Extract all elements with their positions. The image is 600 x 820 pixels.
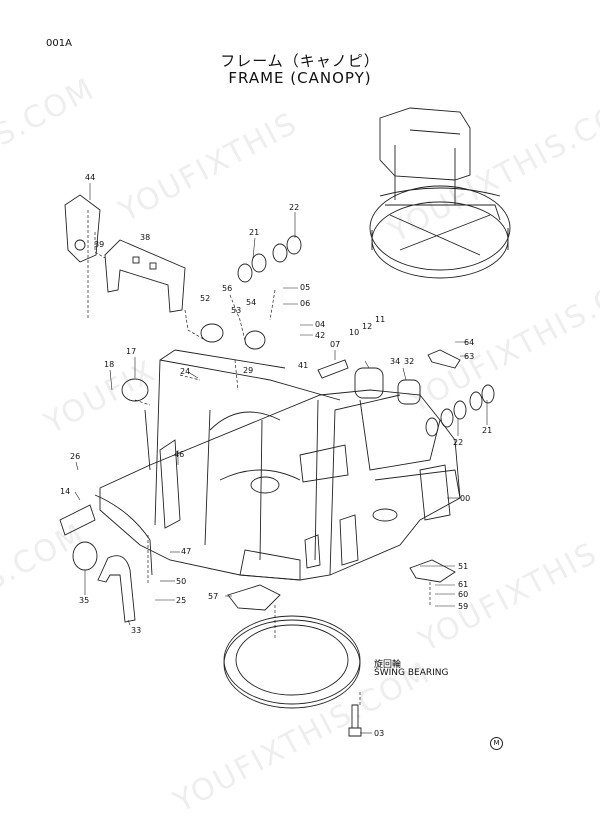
diagram-title-japanese: フレーム（キャノピ）	[220, 52, 380, 70]
callout-label: 41	[298, 361, 309, 370]
callout-label: 17	[126, 347, 137, 356]
parts-diagram	[59, 107, 511, 737]
callout-label: 22	[289, 203, 300, 212]
seal-34-drawing	[354, 367, 384, 399]
swing-bearing-label: SWING BEARING	[374, 668, 449, 678]
seal-32-drawing	[397, 379, 421, 405]
callout-label: 18	[104, 360, 115, 369]
cover-17-drawing	[121, 378, 149, 402]
callout-label: 60	[458, 590, 469, 599]
callout-label: 51	[458, 562, 469, 571]
callout-leaders	[74, 183, 488, 734]
bracket-64-drawing	[427, 349, 461, 369]
callout-label: 34	[390, 357, 401, 366]
leader-lines	[87, 210, 431, 705]
callout-label: 53	[231, 306, 242, 315]
pipe-14-drawing	[59, 504, 96, 536]
callout-label: 21	[249, 228, 260, 237]
callout-label: 35	[79, 596, 90, 605]
callout-label: 14	[60, 487, 71, 496]
band-33-drawing	[97, 555, 136, 623]
hose-drawing	[94, 494, 153, 576]
diagram-title: FRAME (CANOPY)	[228, 69, 372, 87]
swing-bearing-label-japanese: 旋回輪	[374, 660, 402, 670]
plate-51-drawing	[409, 559, 456, 583]
callout-label: 04	[315, 320, 326, 329]
bracket-38-drawing	[104, 239, 186, 313]
callout-label: 61	[458, 580, 469, 589]
callout-label: 11	[375, 315, 386, 324]
registered-mark-icon: M	[490, 737, 503, 750]
callout-label: 10	[349, 328, 360, 337]
callout-label: 03	[374, 729, 385, 738]
washers-right-drawing	[425, 384, 495, 437]
callout-label: 22	[453, 438, 464, 447]
canopy-inset-drawing	[369, 107, 511, 279]
callout-label: 12	[362, 322, 373, 331]
plate-57-drawing	[227, 584, 281, 611]
callout-label: 54	[246, 298, 257, 307]
swing-bearing-drawing	[223, 615, 361, 709]
page-code: 001A	[46, 38, 72, 49]
bolt-03-drawing	[348, 704, 362, 737]
pin-07-drawing	[317, 359, 349, 379]
callout-label: 59	[458, 602, 469, 611]
callout-label: 56	[222, 284, 233, 293]
callout-label: 44	[85, 173, 96, 182]
callout-label: 06	[300, 299, 311, 308]
callout-label: 33	[131, 626, 142, 635]
callout-label: 47	[181, 547, 192, 556]
callout-label: 57	[208, 592, 219, 601]
callout-label: 00	[460, 494, 471, 503]
callout-label: 63	[464, 352, 475, 361]
seal-35-drawing	[72, 541, 98, 571]
callout-label: 26	[70, 452, 81, 461]
callout-label: 25	[176, 596, 187, 605]
callout-label: 32	[404, 357, 415, 366]
callout-label: 46	[174, 450, 185, 459]
washers-top-drawing	[237, 235, 302, 283]
callout-label: 05	[300, 283, 311, 292]
callout-label: 52	[200, 294, 211, 303]
callout-label: 42	[315, 331, 326, 340]
cover-54-drawing	[244, 330, 266, 350]
callout-label: 39	[94, 240, 105, 249]
callout-label: 50	[176, 577, 187, 586]
callout-label: 07	[330, 340, 341, 349]
cover-52-drawing	[200, 323, 224, 343]
frame-body-drawing	[99, 349, 461, 581]
callout-label: 64	[464, 338, 475, 347]
callout-label: 21	[482, 426, 493, 435]
callout-label: 38	[140, 233, 151, 242]
plate-44-drawing	[64, 194, 101, 263]
callout-label: 24	[180, 367, 191, 376]
callout-label: 29	[243, 366, 254, 375]
